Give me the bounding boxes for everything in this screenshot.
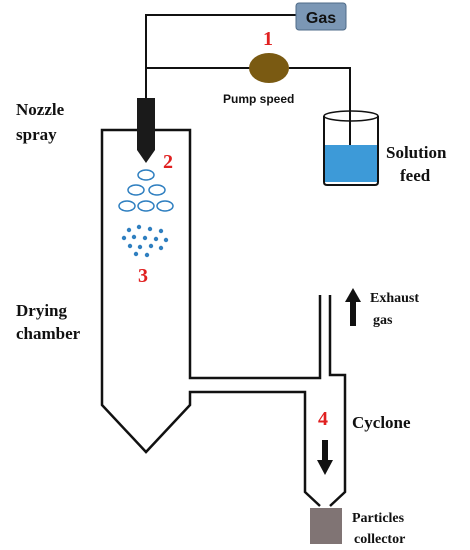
beaker-outline xyxy=(323,116,379,186)
gas-label: Gas xyxy=(306,10,336,27)
apparatus-outline xyxy=(100,128,347,507)
drying-chamber-label-2: chamber xyxy=(16,324,81,343)
droplet xyxy=(127,184,145,196)
solution-feed-label-1: Solution xyxy=(386,143,447,162)
step-number-2: 2 xyxy=(163,151,173,173)
particle xyxy=(163,237,169,243)
particle xyxy=(126,227,132,233)
particle xyxy=(153,236,159,242)
solution-feed-label-2: feed xyxy=(400,166,431,185)
droplets xyxy=(118,169,174,212)
exhaust-gas-label-1: Exhaust xyxy=(370,291,419,306)
particle xyxy=(127,243,133,249)
step-number-1: 1 xyxy=(263,28,273,50)
particle xyxy=(148,243,154,249)
nozzle-spray-label-1: Nozzle xyxy=(16,100,65,119)
gas-lines xyxy=(145,14,351,145)
particles-collector xyxy=(310,508,342,544)
droplet xyxy=(156,200,174,212)
chamber-right-wall xyxy=(155,128,322,380)
particle xyxy=(142,235,148,241)
exhaust-arrow-icon xyxy=(345,288,361,326)
cyclone-outer xyxy=(328,295,347,507)
chamber-left-wall xyxy=(100,128,321,507)
step-number-3: 3 xyxy=(138,265,148,287)
particle xyxy=(158,245,164,251)
exhaust-gas-label-2: gas xyxy=(373,313,393,328)
particle xyxy=(147,226,153,232)
particles-collector-label-2: collector xyxy=(354,532,405,547)
down-arrow-icon xyxy=(317,440,333,475)
drying-chamber-label-1: Drying xyxy=(16,301,68,320)
droplet xyxy=(137,169,155,181)
particle xyxy=(144,252,150,258)
particle xyxy=(121,235,127,241)
particle xyxy=(137,244,143,250)
droplet xyxy=(118,200,136,212)
solution-beaker xyxy=(323,110,379,186)
gas-box xyxy=(295,2,347,31)
particle xyxy=(133,251,139,257)
particle xyxy=(131,234,137,240)
cyclone-label: Cyclone xyxy=(352,413,411,432)
particles xyxy=(121,224,169,258)
particle xyxy=(136,224,142,230)
pump-icon xyxy=(249,53,289,83)
nozzle-spray-label-2: spray xyxy=(16,125,57,144)
pump-speed-label: Pump speed xyxy=(223,92,294,106)
step-number-4: 4 xyxy=(318,408,328,430)
gas-line-to-nozzle xyxy=(145,14,300,100)
nozzle-icon xyxy=(137,98,155,163)
particles-collector-label-1: Particles xyxy=(352,511,405,526)
feed-line-to-beaker xyxy=(289,67,351,145)
droplet xyxy=(148,184,166,196)
solution-liquid xyxy=(325,145,377,182)
particle xyxy=(158,228,164,234)
beaker-rim xyxy=(323,110,379,122)
droplet xyxy=(137,200,155,212)
